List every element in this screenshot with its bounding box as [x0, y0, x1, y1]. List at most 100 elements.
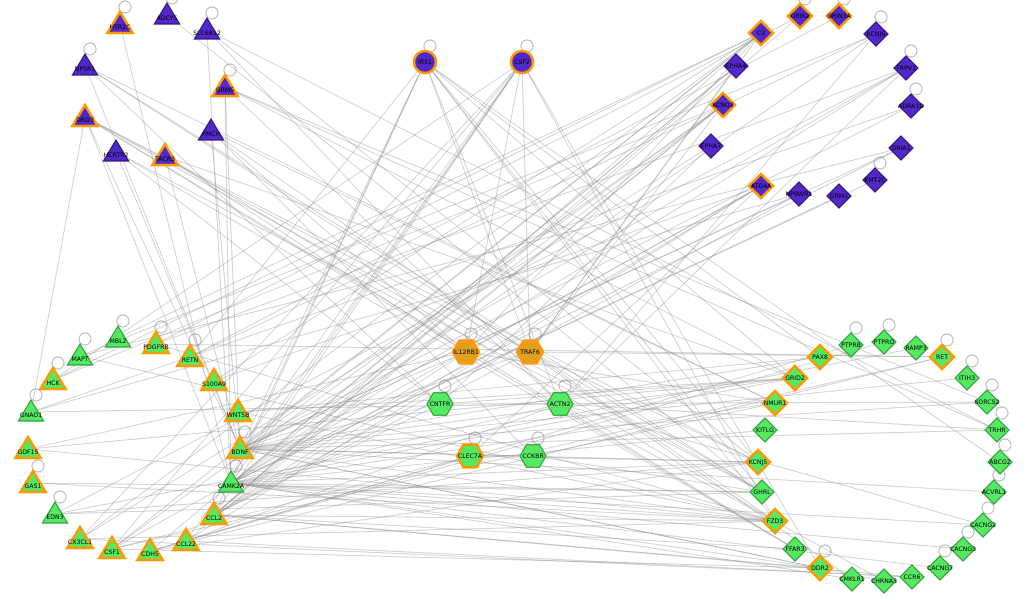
node-EDN3[interactable] — [41, 500, 69, 524]
edge-CAMK2A-GRIA1 — [230, 147, 902, 484]
node-BDNF[interactable] — [225, 434, 255, 460]
node-KMT2C[interactable] — [862, 167, 888, 193]
node-ACVRL1[interactable] — [981, 479, 1007, 505]
node-MAPT[interactable] — [66, 342, 94, 366]
node-RETN[interactable] — [175, 342, 205, 368]
node-CACNG7[interactable] — [927, 555, 953, 581]
edge-CSF2-CCL22 — [185, 61, 523, 542]
node-CAMK2A[interactable] — [217, 469, 245, 493]
node-IRS1[interactable] — [412, 49, 438, 75]
edge-PDGFRB-FZD3 — [155, 343, 776, 522]
edge-CX3CL1-C3 — [79, 32, 762, 540]
self-loop-MBL2 — [116, 314, 130, 328]
node-ABCG2[interactable] — [987, 449, 1013, 475]
node-KCNJ6[interactable] — [863, 21, 889, 47]
edge-CCL2-GRIK2 — [213, 15, 801, 516]
node-KITLG[interactable] — [752, 417, 778, 443]
edge-CCL22-CCR6 — [185, 540, 913, 578]
node-TRPV1[interactable] — [893, 55, 919, 81]
node-CCKBR[interactable] — [519, 444, 547, 468]
node-CNTFR[interactable] — [426, 392, 454, 416]
node-ADCY5[interactable] — [153, 1, 181, 25]
node-KCNJ5[interactable] — [744, 448, 772, 476]
node-GRIA1[interactable] — [888, 135, 914, 161]
edge-GNAO1-NPBWR1 — [30, 193, 800, 413]
node-C3[interactable] — [747, 19, 775, 47]
node-CCL2[interactable] — [199, 500, 229, 526]
node-HTR2C[interactable] — [105, 9, 135, 35]
edge-CNTFR-NPSR1 — [84, 65, 441, 405]
edge-CAMK2A-FZD3 — [230, 482, 776, 522]
edge-CCKBR-NMUR1 — [532, 402, 776, 457]
edge-RETN-KCNJ6 — [189, 33, 877, 358]
node-CCR6[interactable] — [899, 564, 925, 590]
edge-CNTFR-GRID2 — [439, 377, 796, 405]
node-GRIK2[interactable] — [786, 2, 814, 30]
edge-CDH5-PTPRB — [149, 344, 852, 552]
node-ADRA1D[interactable] — [898, 93, 924, 119]
node-IL12RB1[interactable] — [451, 339, 481, 365]
node-CSF2[interactable] — [509, 49, 535, 75]
edge-SLC6A12-TRHR — [206, 29, 998, 431]
node-CHRNA3[interactable] — [871, 568, 897, 594]
node-EPHA4[interactable] — [723, 53, 749, 79]
node-S100A9[interactable] — [199, 366, 229, 392]
node-KCNQ3[interactable] — [709, 91, 737, 119]
edge-PDGFRB-TRPV1 — [155, 67, 907, 345]
node-DDR2[interactable] — [806, 554, 834, 582]
node-CSF1[interactable] — [97, 534, 127, 560]
edge-CCL2-ATG4A — [213, 185, 762, 516]
node-GRM1[interactable] — [826, 183, 852, 209]
node-NMUR1[interactable] — [761, 389, 789, 417]
node-CACNG2[interactable] — [970, 512, 996, 538]
node-CDH5[interactable] — [135, 536, 165, 562]
edge-CNTFR-CCL2 — [213, 403, 441, 516]
node-RET[interactable] — [928, 343, 956, 371]
self-loop-GAS1 — [31, 459, 45, 473]
edge-TRPV1-EDN3 — [54, 67, 907, 515]
node-NPBWR1[interactable] — [786, 181, 812, 207]
node-GRM5[interactable] — [210, 72, 240, 98]
node-SLC6A12[interactable] — [193, 16, 221, 40]
node-PDGFRB[interactable] — [141, 329, 171, 355]
node-CMKLR1[interactable] — [839, 566, 865, 592]
node-GAS1[interactable] — [18, 468, 48, 494]
node-FFAR3[interactable] — [782, 536, 808, 562]
node-GDF15[interactable] — [13, 434, 43, 460]
node-WNT5B[interactable] — [223, 397, 253, 423]
node-PMCH[interactable] — [197, 117, 225, 141]
node-PTPRB[interactable] — [838, 332, 864, 358]
node-FZD3[interactable] — [761, 507, 789, 535]
node-GHRL[interactable] — [749, 479, 775, 505]
node-PAX8[interactable] — [806, 343, 834, 371]
node-PTPRO[interactable] — [871, 329, 897, 355]
node-CACNG3[interactable] — [950, 536, 976, 562]
node-HCRTR2[interactable] — [102, 138, 130, 162]
node-HCK[interactable] — [38, 365, 68, 391]
edge-CNTFR-SORCS2 — [439, 401, 988, 405]
edge-S100A9-C3 — [213, 32, 762, 382]
edge-CSF2-CX3CL1 — [79, 61, 523, 540]
node-CX3CL1[interactable] — [65, 524, 95, 550]
self-loop-TRHR — [995, 406, 1009, 420]
node-NPSR1[interactable] — [71, 52, 99, 76]
node-TRHR[interactable] — [984, 417, 1010, 443]
node-TRAF6[interactable] — [515, 339, 545, 365]
self-loop-DDR2 — [818, 544, 832, 558]
node-ITIH3[interactable] — [954, 365, 980, 391]
node-GRIN3A[interactable] — [825, 2, 853, 30]
node-MBL2[interactable] — [104, 324, 132, 348]
node-TACR3[interactable] — [150, 141, 180, 167]
node-CLEC7A[interactable] — [455, 443, 485, 469]
node-DRD3[interactable] — [70, 102, 100, 128]
node-RAMP3[interactable] — [903, 335, 929, 361]
node-CCL22[interactable] — [171, 526, 201, 552]
self-loop-CCKBR — [531, 431, 545, 445]
node-GNAO1[interactable] — [17, 398, 45, 422]
node-EPHA7[interactable] — [698, 133, 724, 159]
node-ATG4A[interactable] — [747, 172, 775, 200]
node-ACTN2[interactable] — [546, 392, 574, 416]
node-GRID2[interactable] — [781, 364, 809, 392]
node-SORCS2[interactable] — [974, 389, 1000, 415]
